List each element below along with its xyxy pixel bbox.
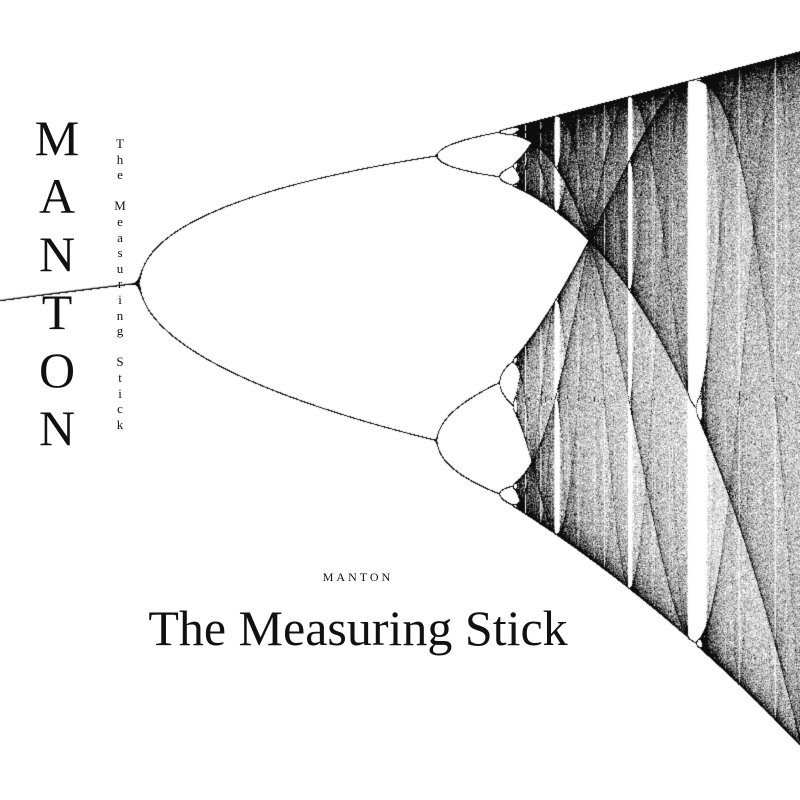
vertical-letter: N bbox=[38, 226, 76, 282]
vertical-letter: n bbox=[116, 307, 124, 323]
vertical-letter bbox=[118, 183, 121, 199]
album-title: The Measuring Stick bbox=[148, 600, 568, 656]
vertical-letter: M bbox=[114, 198, 126, 214]
vertical-letter: i bbox=[118, 291, 122, 307]
vertical-letter: T bbox=[41, 284, 73, 340]
vertical-letter: c bbox=[117, 401, 123, 417]
vertical-letter bbox=[118, 339, 121, 355]
vertical-letter: u bbox=[116, 260, 124, 276]
vertical-letter: k bbox=[116, 416, 124, 432]
vertical-letter: h bbox=[116, 151, 124, 167]
vertical-letter: N bbox=[38, 400, 76, 456]
vertical-letter: a bbox=[117, 229, 123, 245]
vertical-letter: e bbox=[117, 167, 123, 183]
artist-name: MANTON bbox=[322, 570, 394, 584]
vertical-letter: A bbox=[38, 168, 76, 224]
vertical-letter: s bbox=[117, 245, 123, 261]
vertical-letter: t bbox=[118, 369, 122, 385]
vertical-letter: g bbox=[116, 323, 124, 339]
vertical-letter: M bbox=[34, 110, 80, 166]
vertical-letter: O bbox=[38, 342, 76, 398]
vertical-letter: S bbox=[116, 354, 124, 370]
vertical-letter: T bbox=[116, 136, 124, 151]
vertical-letter: e bbox=[117, 213, 123, 229]
vertical-letter: r bbox=[117, 276, 123, 292]
vertical-letter: i bbox=[118, 385, 122, 401]
